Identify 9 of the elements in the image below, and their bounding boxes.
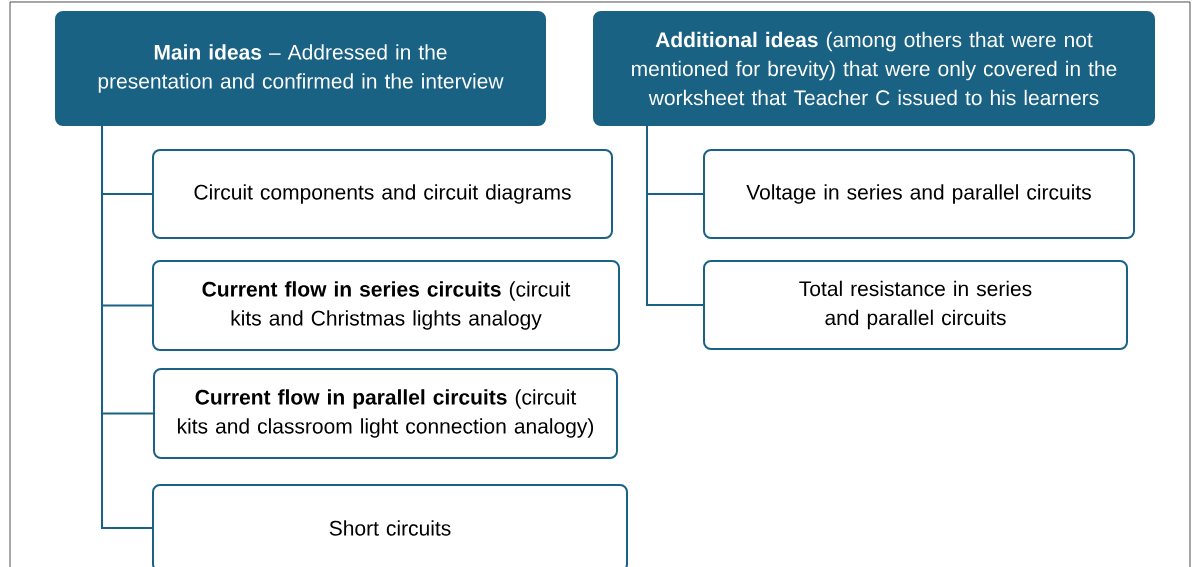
topic-box: Voltage in series and parallel circuits (703, 149, 1135, 239)
heading-box: Main ideas – Addressed in the presentation and confirmed in the interview (55, 11, 546, 126)
topic-box: Short circuits (152, 484, 628, 567)
heading-box: Additional ideas (among others that were not mentioned for brevity) that were only covered in the worksheet that Teacher C issued to his learners (593, 11, 1155, 126)
topic-box: Current flow in parallel circuits (circuit kits and classroom light connection analogy) (153, 368, 618, 459)
connector-line (646, 125, 704, 306)
topic-box: Total resistance in series and parallel circuits (703, 260, 1128, 350)
topic-box: Current flow in series circuits (circuit kits and Christmas lights analogy (152, 260, 620, 351)
topic-box: Circuit components and circuit diagrams (152, 149, 613, 239)
